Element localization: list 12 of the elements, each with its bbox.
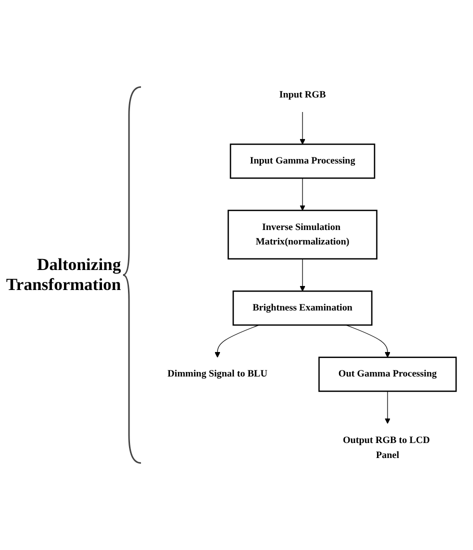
node-box: Input Gamma Processing <box>230 144 376 179</box>
arrow <box>300 258 306 292</box>
node-text: Input RGB <box>279 90 326 100</box>
arrow <box>300 178 306 211</box>
node-text: Output RGB to LCD Panel <box>342 435 430 460</box>
node-box: Brightness Examination <box>232 290 372 326</box>
node-box: Inverse Simulation Matrix(normalization) <box>228 210 378 260</box>
group-label: Daltonizing Transformation <box>6 254 121 296</box>
node-text: Dimming Signal to BLU <box>168 368 268 380</box>
arrow <box>384 390 390 424</box>
node-box: Out Gamma Processing <box>318 356 457 392</box>
arrow <box>300 112 306 144</box>
